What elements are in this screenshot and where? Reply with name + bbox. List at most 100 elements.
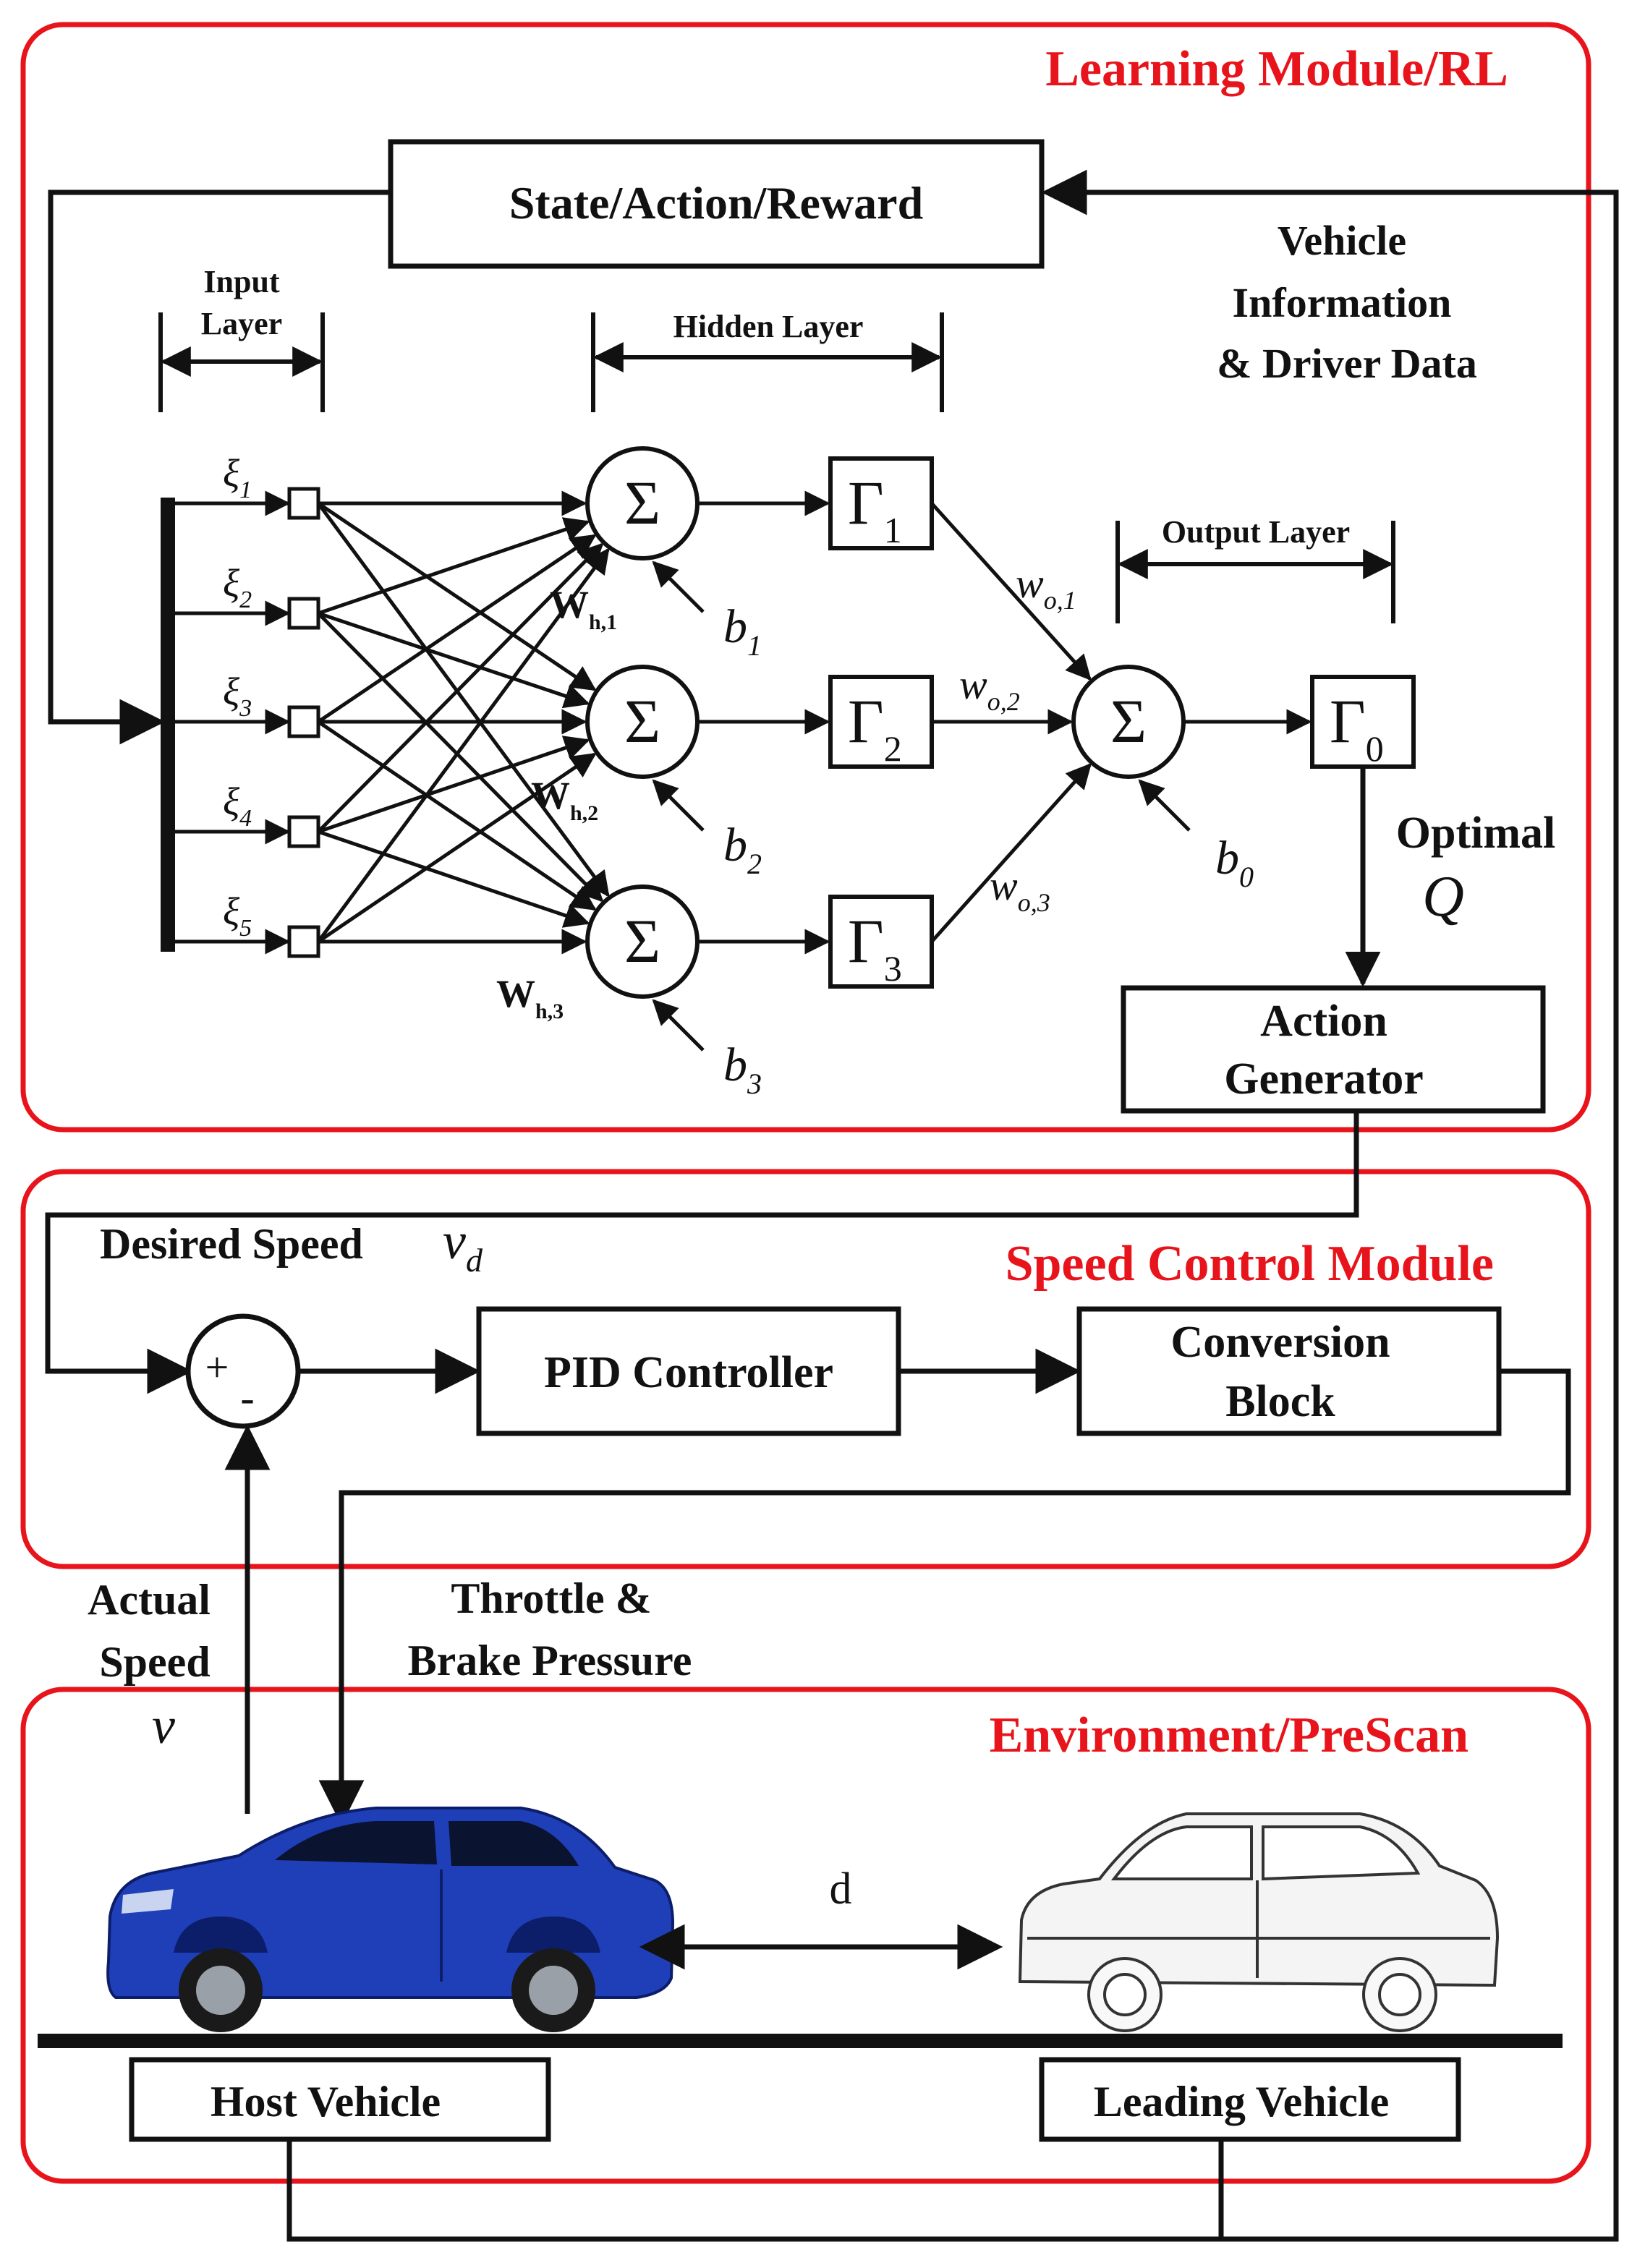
output-layer-label: Output Layer — [1162, 514, 1350, 550]
hidden-bias-arrow-2 — [652, 779, 705, 832]
weight-line-1-3 — [316, 502, 610, 898]
input-node-2 — [287, 597, 320, 630]
distance-label: d — [830, 1864, 852, 1914]
hidden-sum-2 — [585, 665, 700, 779]
hidden-layer-bracket — [591, 312, 944, 412]
weight-line-4-2 — [318, 736, 590, 834]
environment-module-border — [20, 1687, 1591, 2184]
throttle-line1: Throttle & — [451, 1574, 651, 1622]
sum-minus: - — [240, 1374, 254, 1421]
input-node-5 — [287, 925, 320, 958]
q-symbol: Q — [1422, 865, 1464, 929]
hidden-activation-symbol-2: Γ2 — [848, 686, 902, 769]
speed-control-module-title: Speed Control Module — [1006, 1236, 1494, 1292]
hidden-activation-symbol-1: Γ1 — [848, 468, 902, 550]
vd-symbol: vd — [443, 1212, 483, 1279]
hidden-layer-label: Hidden Layer — [673, 309, 864, 344]
v-symbol: v — [152, 1697, 175, 1755]
hidden-to-output-3 — [930, 763, 1092, 943]
action-to-sum-line — [45, 1111, 1359, 1394]
sum-plus: + — [205, 1344, 229, 1391]
hidden-bias-1: b1 — [723, 600, 762, 662]
learning-module-title: Learning Module/RL — [1045, 41, 1508, 97]
weight-line-1-2 — [317, 501, 597, 691]
weight-line-5-1 — [316, 547, 610, 943]
weight-line-2-2 — [318, 611, 590, 709]
hidden-activation-symbol-3: Γ3 — [848, 906, 902, 989]
hidden-bias-2: b2 — [723, 819, 762, 880]
output-weight-1: wo,1 — [1016, 560, 1076, 615]
host-vehicle-box — [129, 2057, 551, 2142]
pid-controller-block — [476, 1306, 901, 1436]
desired-speed-label: Desired Speed — [100, 1220, 363, 1268]
input-layer-label-line2: Layer — [201, 306, 282, 341]
vehicle-info-line2: Information — [1233, 279, 1452, 326]
action-generator-block — [1121, 985, 1546, 1114]
leading-vehicle-label: Leading Vehicle — [1094, 2078, 1389, 2126]
hidden-to-output-1 — [930, 502, 1092, 681]
leading-car-image — [1018, 1812, 1500, 2032]
hidden-sum-symbol-2: Σ — [624, 686, 660, 756]
hidden-bias-arrow-3 — [652, 999, 705, 1052]
weight-line-4-3 — [318, 830, 590, 928]
speed-control-module-border — [20, 1169, 1591, 1569]
weight-line-3-3 — [317, 720, 597, 911]
vehicle-info-line3: & Driver Data — [1217, 340, 1477, 387]
actual-speed-line2: Speed — [99, 1638, 210, 1686]
network-connections — [175, 490, 1381, 1052]
hidden-activation-1 — [828, 456, 934, 550]
output-sum-symbol: Σ — [1110, 686, 1147, 756]
vehicle-info-line1: Vehicle — [1278, 217, 1406, 264]
output-activation — [1310, 675, 1416, 769]
weight-line-5-2 — [317, 752, 597, 944]
hidden-bias-3: b3 — [723, 1039, 762, 1100]
conversion-line1: Conversion — [1170, 1318, 1390, 1367]
network-nodes — [287, 446, 1416, 999]
input-node-4 — [287, 815, 320, 848]
state-action-reward-label: State/Action/Reward — [509, 177, 923, 229]
input-node-1 — [287, 487, 320, 520]
input-xi-1: ξ1 — [223, 451, 252, 503]
weight-line-2-1 — [318, 517, 590, 615]
learning-module-border — [20, 22, 1591, 1133]
hidden-sum-symbol-1: Σ — [624, 468, 660, 537]
output-activation-symbol: Γ0 — [1330, 686, 1384, 769]
host-vehicle-label: Host Vehicle — [211, 2078, 441, 2126]
weight-line-4-1 — [317, 542, 604, 833]
hidden-sum-1 — [585, 446, 700, 560]
output-weight-2: wo,2 — [959, 661, 1020, 716]
hidden-weight-1: Wh,1 — [550, 583, 617, 634]
hidden-weight-3: Wh,3 — [496, 972, 564, 1023]
input-xi-2: ξ2 — [223, 561, 252, 613]
leading-vehicle-box — [1039, 2057, 1461, 2142]
input-xi-3: ξ3 — [223, 670, 252, 722]
input-layer-bracket — [158, 312, 325, 412]
output-bias: b0 — [1215, 832, 1254, 893]
actual-speed-line1: Actual — [88, 1576, 211, 1624]
action-generator-line1: Action — [1260, 997, 1387, 1046]
output-bias-arrow — [1138, 779, 1191, 832]
output-weight-3: wo,3 — [990, 862, 1050, 917]
hidden-weight-2: Wh,2 — [531, 774, 598, 825]
throttle-line2: Brake Pressure — [408, 1637, 692, 1684]
optimal-label: Optimal — [1396, 809, 1555, 858]
input-xi-4: ξ4 — [223, 780, 252, 832]
host-car-image — [106, 1807, 675, 2032]
hidden-sum-symbol-3: Σ — [624, 906, 660, 976]
hidden-sum-3 — [585, 884, 700, 999]
input-layer-label-line1: Input — [203, 264, 280, 299]
pid-controller-label: PID Controller — [544, 1348, 833, 1397]
conversion-to-host-line — [318, 1368, 1571, 1826]
hidden-activation-3 — [828, 895, 934, 989]
vehicle-data-feedback-line — [286, 169, 1619, 2242]
conversion-line2: Block — [1225, 1377, 1335, 1426]
input-xi-5: ξ5 — [223, 890, 252, 942]
weight-line-2-3 — [317, 612, 604, 903]
weight-line-3-1 — [317, 534, 597, 724]
conversion-block — [1076, 1306, 1502, 1436]
sar-to-input-line — [48, 189, 391, 745]
environment-module-title: Environment/PreScan — [990, 1708, 1468, 1763]
hidden-activation-2 — [828, 675, 934, 769]
